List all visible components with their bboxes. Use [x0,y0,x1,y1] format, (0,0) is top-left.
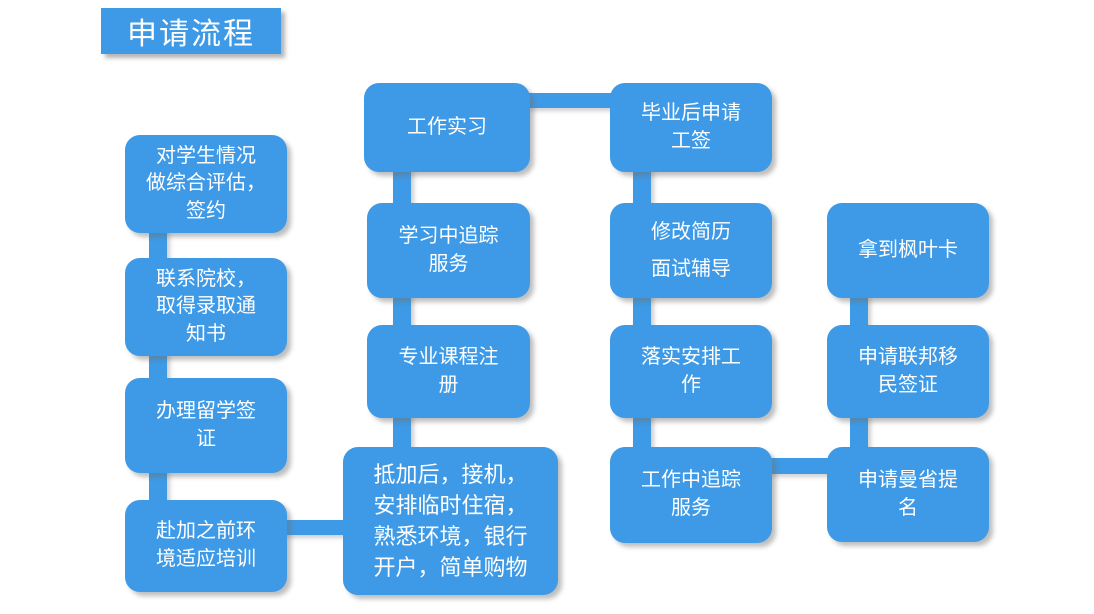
connector-nomination-to-federal [850,413,868,452]
connector-worktracking-to-nomination [767,458,832,474]
connector-workpermit-to-resume [633,167,651,208]
connector-tracking-to-registration [393,293,411,330]
connector-placement-to-worktracking [633,413,651,452]
node-federal-immigration-visa: 申请联邦移 民签证 [827,325,989,418]
connector-evaluation-to-contact [149,228,167,263]
node-work-internship: 工作实习 [364,83,530,172]
node-evaluation-signing: 对学生情况 做综合评估， 签约 [125,135,287,233]
node-job-placement: 落实安排工 作 [610,325,772,418]
connector-training-to-arrival [282,520,348,535]
node-post-grad-work-permit: 毕业后申请 工签 [610,83,772,172]
connector-resume-to-placement [633,293,651,330]
connector-registration-to-arrival [393,413,411,452]
node-contact-school-admission: 联系院校， 取得录取通 知书 [125,258,287,356]
connector-internship-to-tracking [393,167,411,208]
connector-contact-to-visa [149,351,167,383]
connector-visa-to-training [149,468,167,505]
connector-federal-to-mapleleaf [850,293,868,330]
connector-internship-to-workpermit [525,93,615,108]
node-work-tracking-service: 工作中追踪 服务 [610,447,772,543]
node-manitoba-nomination: 申请曼省提 名 [827,447,989,542]
node-study-visa: 办理留学签 证 [125,378,287,473]
page-title: 申请流程 [101,8,281,54]
node-arrival-services: 抵加后，接机， 安排临时住宿， 熟悉环境，银行 开户，简单购物 [343,447,558,595]
node-pre-departure-training: 赴加之前环 境适应培训 [125,500,287,592]
node-study-tracking-service: 学习中追踪 服务 [367,203,530,298]
node-course-registration: 专业课程注 册 [367,325,530,418]
node-resume-interview-coaching: 修改简历 面试辅导 [610,203,772,298]
node-maple-leaf-card: 拿到枫叶卡 [827,203,989,298]
